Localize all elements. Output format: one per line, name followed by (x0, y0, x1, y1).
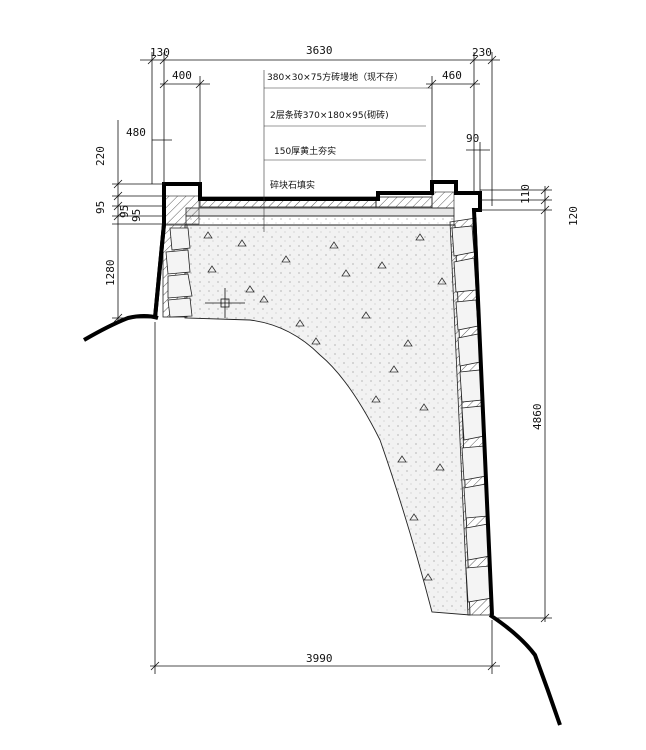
dim-top-left: 130 (150, 46, 170, 59)
top-dimensions: 130 3630 230 400 460 480 90 (126, 44, 500, 206)
crosshair-marker (205, 288, 245, 318)
note-loess: 150厚黄土夯实 (274, 145, 336, 157)
callout-notes: 380×30×75方砖墁地（现不存） 2层条砖370×180×95(砌砖) 15… (263, 70, 433, 232)
dim-right-120: 120 (567, 206, 580, 226)
dim-right-110: 110 (519, 184, 532, 204)
dim-480: 480 (126, 126, 146, 139)
left-ground (83, 314, 159, 342)
dim-left-220: 220 (94, 146, 107, 166)
note-rubble: 碎块石填实 (270, 179, 315, 191)
dim-left-95a: 95 (94, 201, 107, 214)
right-ground (488, 613, 562, 726)
bottom-dimension: 3990 (150, 322, 500, 674)
fill-body (184, 224, 471, 616)
right-dimensions: 110 120 4860 (480, 184, 580, 623)
dim-top-right: 230 (472, 46, 492, 59)
dim-90: 90 (466, 132, 479, 145)
note-paving: 380×30×75方砖墁地（现不存） (267, 71, 403, 83)
dim-left-95b: 95 (118, 205, 131, 218)
aggregate-marks (203, 231, 447, 581)
dim-top-mid: 3630 (306, 44, 333, 57)
dim-sub-left: 400 (172, 69, 192, 82)
dim-bottom: 3990 (306, 652, 333, 665)
dim-sub-right: 460 (442, 69, 462, 82)
section-outline (153, 180, 494, 616)
note-brick: 2层条砖370×180×95(砌砖) (270, 109, 389, 121)
left-dimensions: 220 95 95 95 1280 (94, 120, 164, 323)
paving-layers (164, 191, 455, 226)
left-stone-wall (162, 224, 193, 318)
left-face (153, 223, 166, 319)
dim-left-95c: 95 (130, 209, 143, 222)
dim-left-1280: 1280 (104, 260, 117, 287)
dim-right-4860: 4860 (531, 404, 544, 431)
right-stone-wall (449, 217, 493, 616)
